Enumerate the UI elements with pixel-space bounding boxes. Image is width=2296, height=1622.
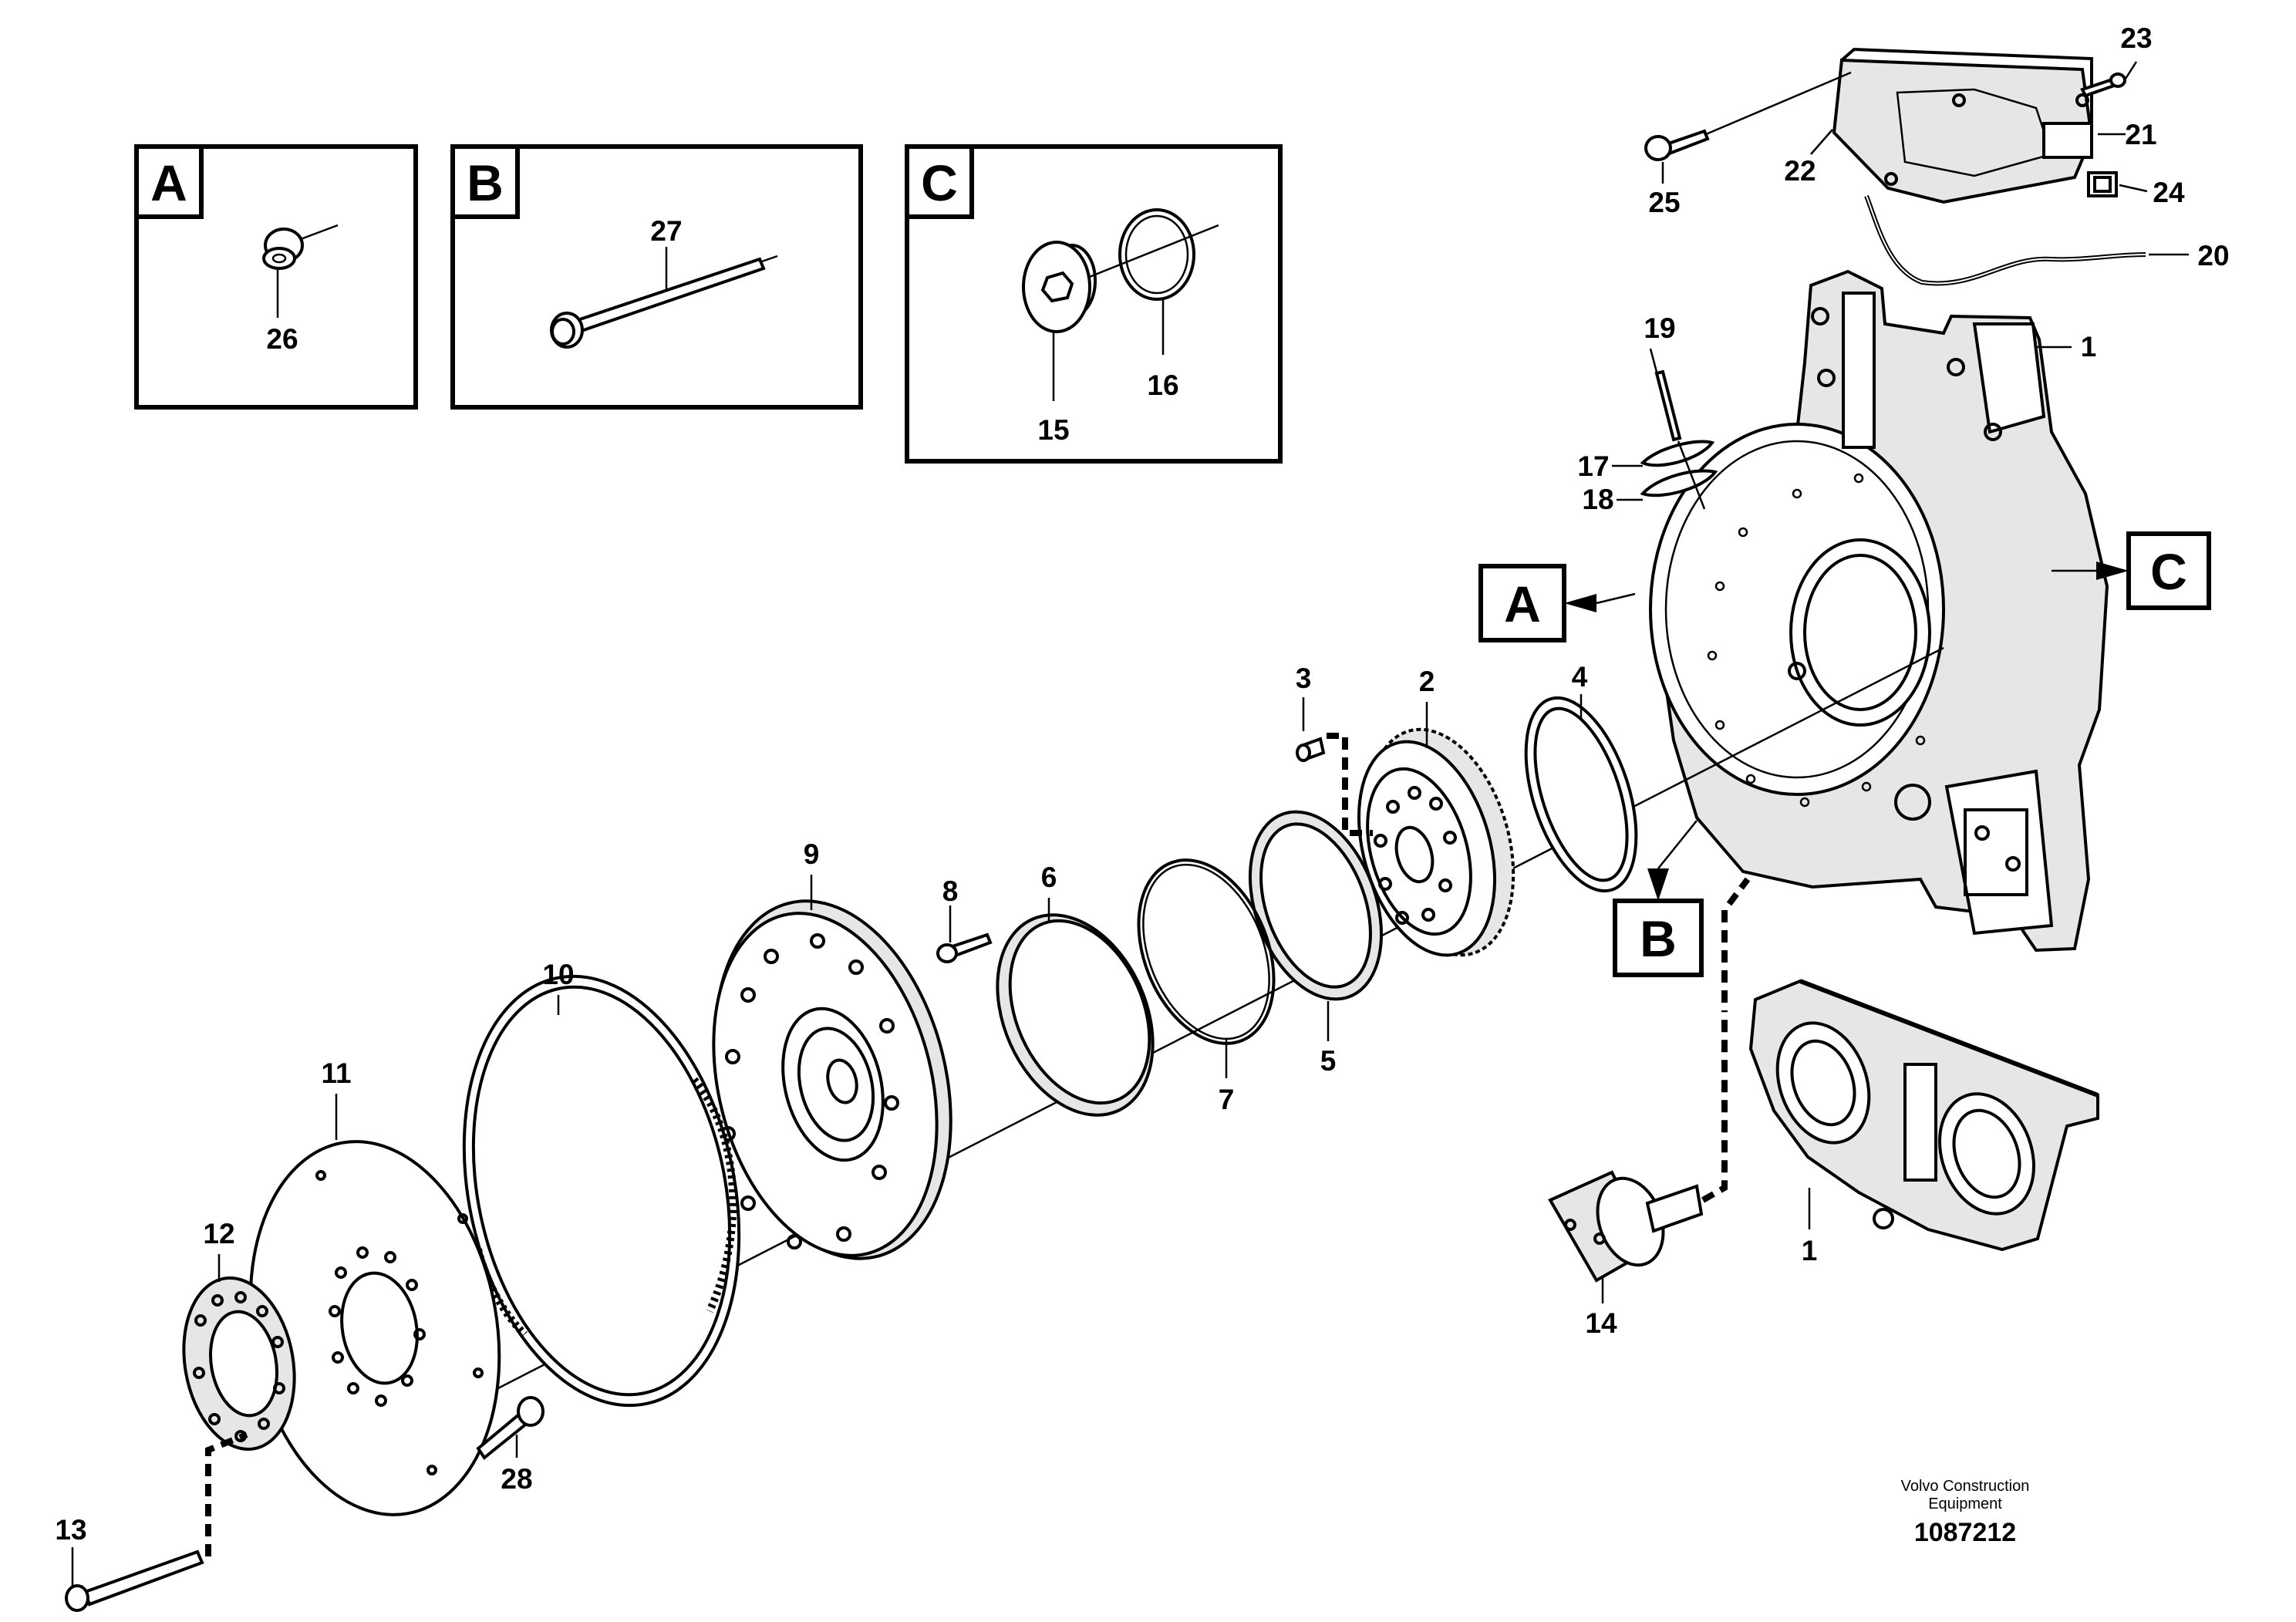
callout-a: A xyxy=(1478,564,1636,642)
label-part-12: 12 xyxy=(203,1218,234,1249)
callout-a-letter: A xyxy=(1504,575,1541,632)
label-part-13: 13 xyxy=(55,1514,86,1546)
part-6-retainer xyxy=(996,898,1155,1117)
callout-b-letter: B xyxy=(1640,910,1677,967)
label-part-7: 7 xyxy=(1219,1084,1235,1115)
label-part-17: 17 xyxy=(1577,450,1609,482)
label-part-26: 26 xyxy=(266,323,298,355)
label-part-21: 21 xyxy=(2125,119,2156,150)
label-part-27: 27 xyxy=(650,215,682,247)
callout-c-letter: C xyxy=(2150,543,2187,600)
footer-drawing-number: 1087212 xyxy=(1914,1518,2016,1547)
label-part-23: 23 xyxy=(2120,22,2152,54)
label-part-1-housing: 1 xyxy=(2081,331,2097,363)
label-part-11: 11 xyxy=(321,1057,351,1089)
label-part-22: 22 xyxy=(1784,155,1816,187)
main-housing xyxy=(1649,269,2109,953)
part-9-flywheel xyxy=(712,875,952,1260)
label-part-10: 10 xyxy=(542,959,574,990)
part-17-shim xyxy=(1612,440,1715,467)
label-part-15: 15 xyxy=(1037,414,1069,446)
callout-b: B xyxy=(1613,820,1704,977)
part-3-dowel xyxy=(1296,697,1373,836)
detail-box-a-letter: A xyxy=(150,154,187,211)
lower-housing xyxy=(1748,979,2099,1252)
callout-c: C xyxy=(2052,531,2211,610)
part-14-coupling xyxy=(1548,877,1751,1303)
label-part-6: 6 xyxy=(1041,862,1057,893)
part-13-bolt xyxy=(65,1431,248,1612)
label-part-4: 4 xyxy=(1572,661,1588,693)
label-part-19: 19 xyxy=(1644,312,1675,344)
label-part-2: 2 xyxy=(1419,666,1435,697)
part-11-flex-plate xyxy=(248,1094,501,1516)
part-2-gear xyxy=(1357,702,1515,957)
part-26-plug xyxy=(262,224,339,318)
detail-box-c-letter: C xyxy=(921,154,958,211)
part-27-bolt xyxy=(550,247,778,349)
label-part-20: 20 xyxy=(2197,240,2229,271)
detail-box-b-letter: B xyxy=(467,154,504,211)
part-7-o-ring xyxy=(1137,858,1276,1078)
footer-company-line-2: Equipment xyxy=(1928,1496,2002,1512)
part-8-screw xyxy=(936,905,993,963)
label-part-8: 8 xyxy=(942,875,959,907)
label-part-28: 28 xyxy=(501,1463,532,1495)
label-part-1-lower-housing: 1 xyxy=(1802,1235,1818,1266)
part-10-ring-gear xyxy=(462,974,741,1408)
label-part-5: 5 xyxy=(1320,1045,1337,1077)
label-part-18: 18 xyxy=(1582,484,1613,515)
detail-box-c: C 15 16 xyxy=(905,144,1283,464)
part-12-washer-plate xyxy=(182,1254,296,1451)
label-part-16: 16 xyxy=(1147,369,1178,401)
part-23-screw xyxy=(2080,61,2138,98)
part-18-shim xyxy=(1617,469,1718,501)
part-25-bolt xyxy=(1644,71,1852,184)
detail-box-a: A 26 xyxy=(134,144,418,410)
part-4-ring xyxy=(1524,694,1638,893)
part-16-sealing-ring xyxy=(1087,208,1219,355)
label-part-14: 14 xyxy=(1585,1307,1617,1339)
part-20-hose xyxy=(1864,194,2189,286)
cover-assembly xyxy=(1644,47,2189,286)
part-15-drain-plug xyxy=(1022,241,1097,401)
part-24-connector xyxy=(2087,171,2118,197)
part-28-bolt xyxy=(476,1396,544,1460)
detail-box-b: B 27 xyxy=(450,144,863,410)
label-part-3: 3 xyxy=(1296,663,1312,694)
part-5-seal xyxy=(1248,810,1384,1041)
part-19-pin xyxy=(1649,348,1682,442)
footer-company-line-1: Volvo Construction xyxy=(1901,1478,2030,1495)
label-part-25: 25 xyxy=(1648,187,1680,218)
label-part-24: 24 xyxy=(2153,177,2185,208)
label-part-9: 9 xyxy=(804,838,820,870)
